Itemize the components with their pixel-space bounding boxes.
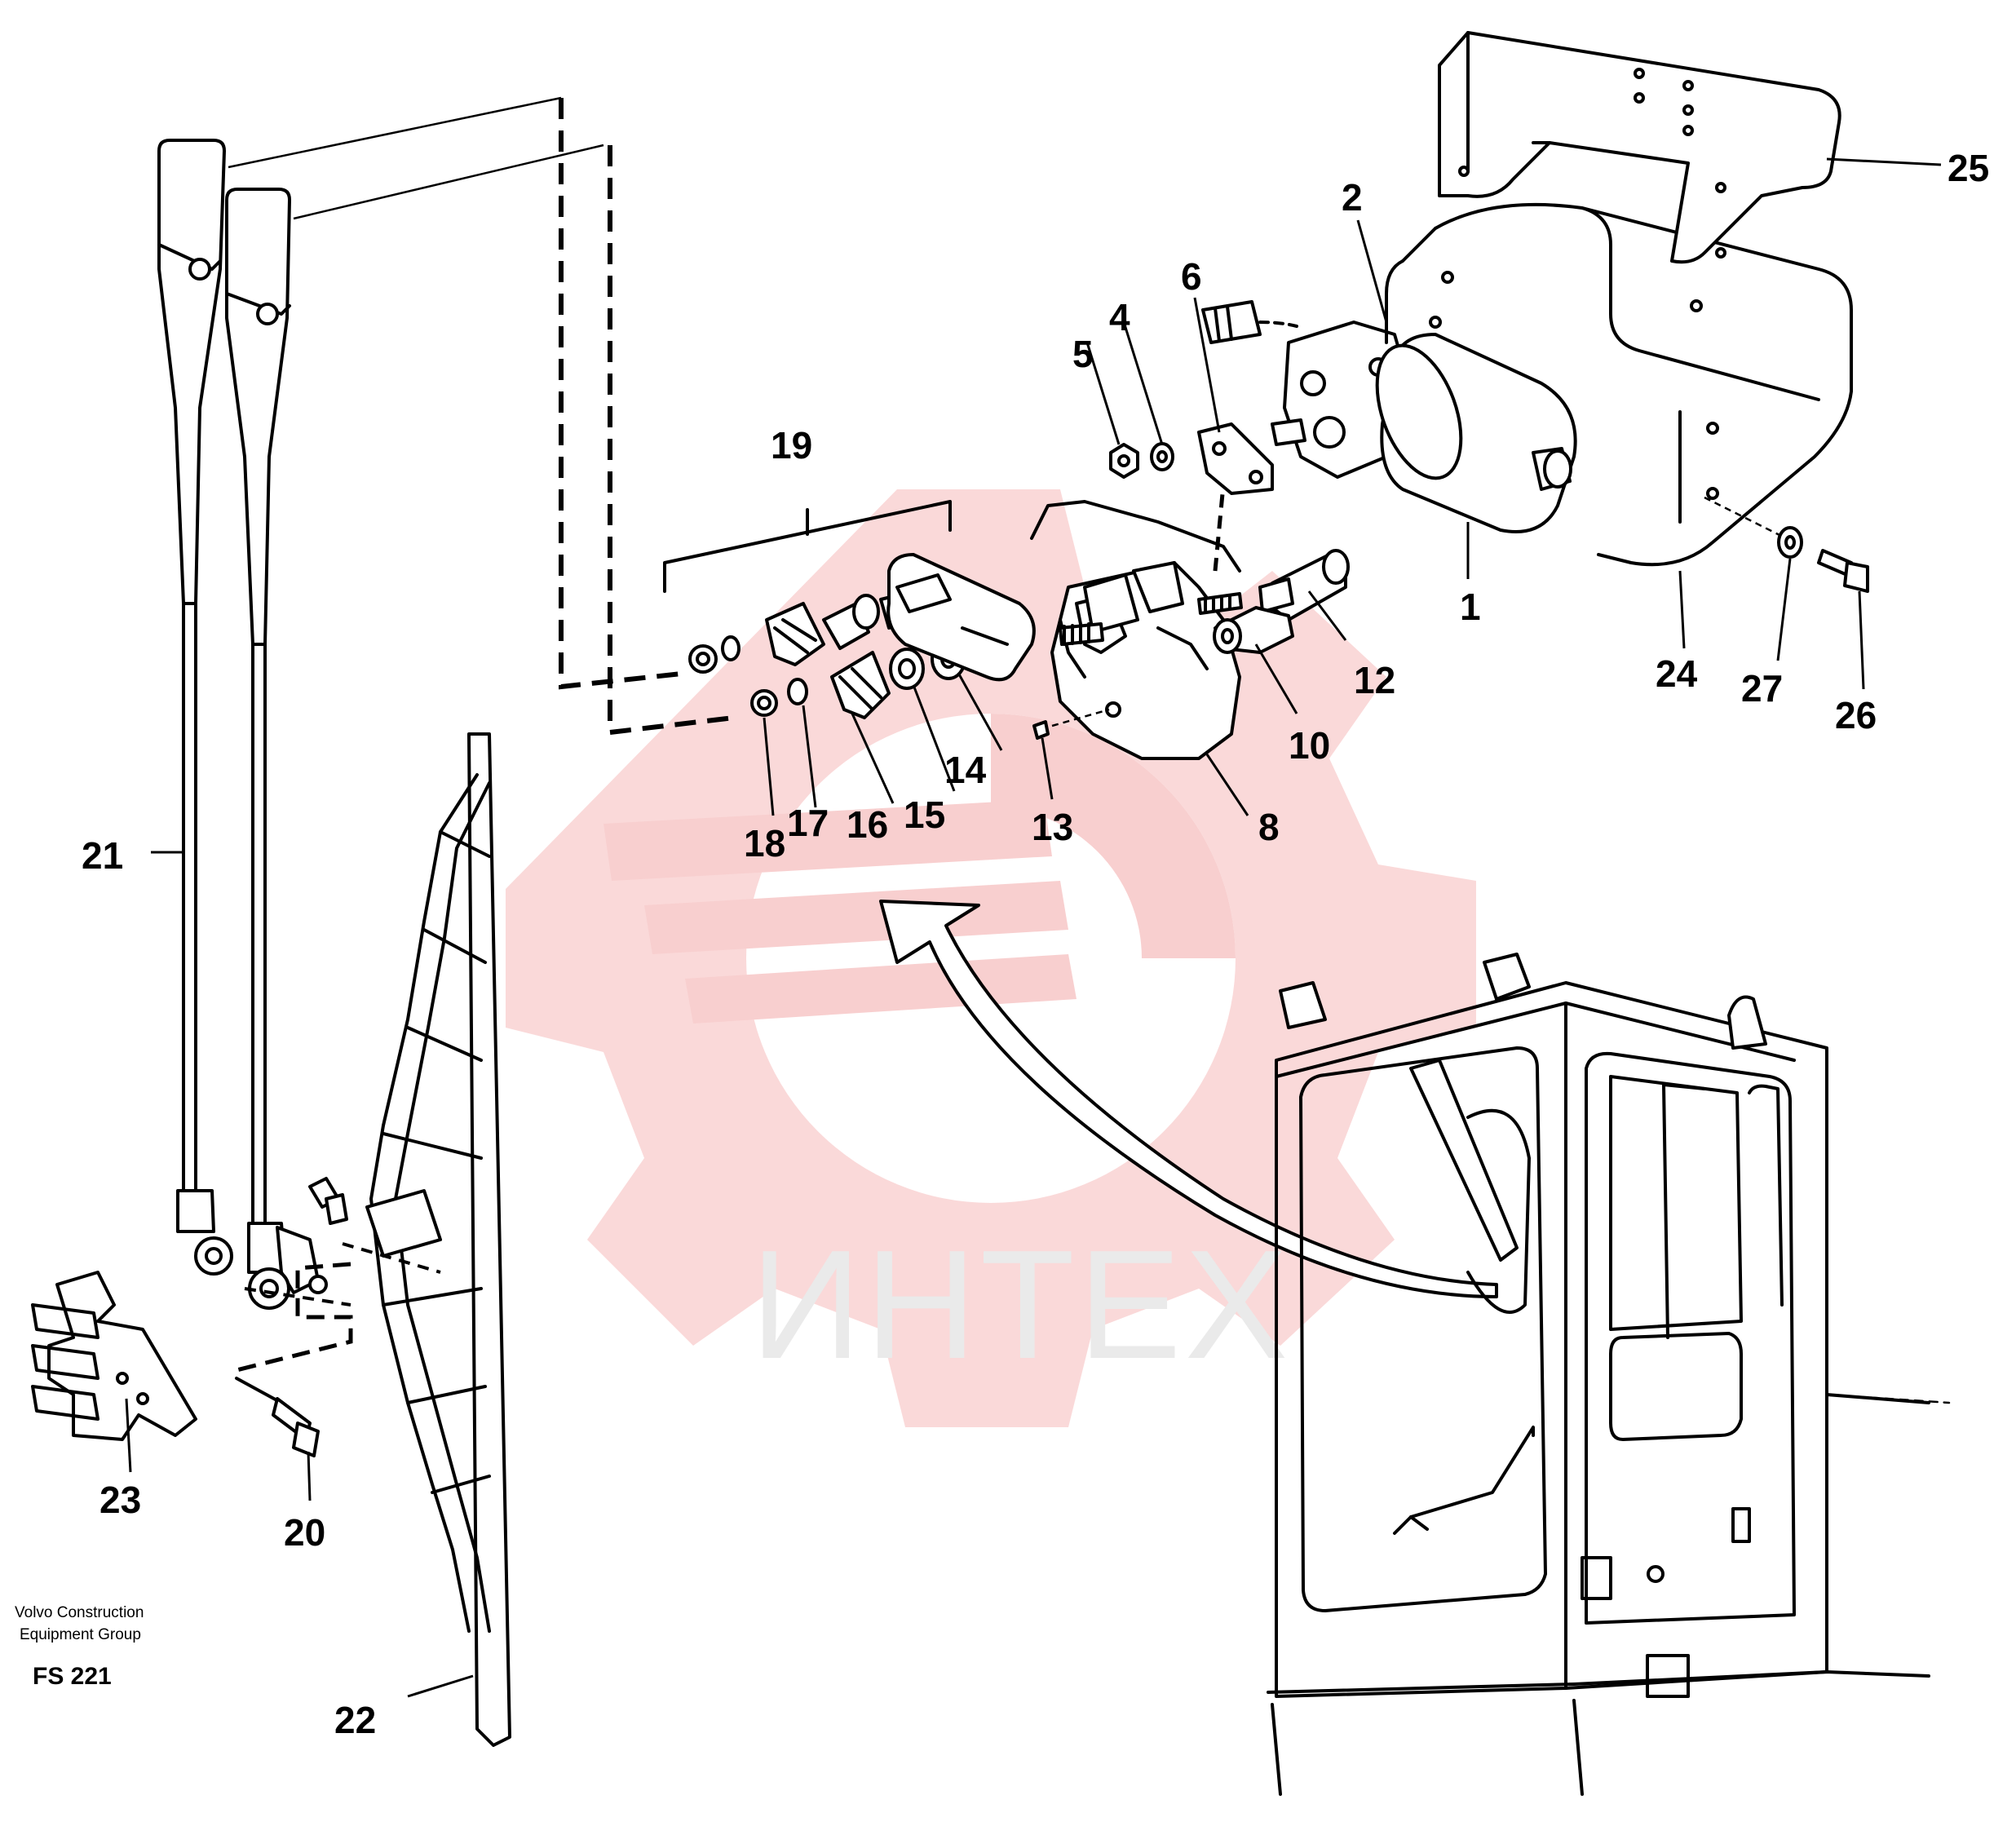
crank-arm-10 — [1213, 606, 1294, 654]
callout-19: 19 — [771, 424, 812, 466]
footer-note: Volvo Construction Equipment Group FS 22… — [15, 1604, 144, 1690]
arm-connection-lines — [228, 96, 735, 736]
callout-16: 16 — [847, 803, 888, 846]
callout-5: 5 — [1072, 333, 1094, 375]
leader-lines — [125, 157, 1942, 1698]
screw-26 — [1704, 496, 1869, 593]
wiper-arms — [157, 139, 328, 1310]
callout-13: 13 — [1032, 806, 1073, 848]
callout-12: 12 — [1354, 659, 1395, 701]
callout-26: 26 — [1835, 694, 1877, 736]
pin-13 — [1032, 708, 1110, 740]
callout-6: 6 — [1181, 255, 1202, 298]
watermark-speed-stripes — [603, 799, 1077, 1024]
footer-company-line1: Volvo Construction — [15, 1604, 144, 1621]
bolt-20 — [235, 1377, 320, 1457]
washer-4 — [1150, 442, 1174, 471]
callout-20: 20 — [284, 1511, 325, 1554]
wiper-motor-1 — [1201, 300, 1577, 533]
callout-8: 8 — [1258, 806, 1280, 848]
callout-25: 25 — [1947, 147, 1989, 189]
callout-1: 1 — [1460, 586, 1481, 628]
callout-17: 17 — [787, 802, 829, 844]
washer-27 — [1777, 526, 1803, 559]
callout-14: 14 — [944, 749, 987, 791]
callout-27: 27 — [1741, 667, 1783, 710]
callout-22: 22 — [334, 1699, 376, 1741]
linkage-plate-8 — [1030, 475, 1243, 760]
callout-2: 2 — [1342, 176, 1363, 219]
blade-adapter — [236, 1177, 353, 1373]
spindle-kit-19 — [663, 500, 1036, 719]
callout-21: 21 — [82, 834, 123, 877]
callout-4: 4 — [1109, 296, 1130, 338]
nut-5 — [1109, 443, 1139, 479]
callout-23: 23 — [99, 1479, 141, 1521]
footer-figure-code: FS 221 — [33, 1663, 112, 1690]
callout-18: 18 — [744, 822, 785, 864]
callout-labels: 1 2 4 5 6 8 10 12 13 14 15 16 17 18 19 2… — [82, 147, 1989, 1741]
callout-24: 24 — [1656, 652, 1698, 695]
motor-cover-24 — [1385, 202, 1853, 567]
crank-arm-12 — [1258, 549, 1350, 621]
bracket-23 — [31, 1271, 197, 1441]
watermark-text: ИНТЕХ — [750, 1218, 1291, 1391]
callout-10: 10 — [1289, 724, 1330, 767]
wiper-blade — [244, 732, 511, 1747]
footer-company-line2: Equipment Group — [20, 1626, 141, 1643]
cover-bracket-25 — [1438, 31, 1841, 264]
callout-15: 15 — [904, 794, 945, 836]
motor-bracket-6 — [1197, 422, 1274, 495]
location-arrow-icon — [879, 900, 1498, 1298]
excavator-cab — [1267, 953, 1951, 1796]
